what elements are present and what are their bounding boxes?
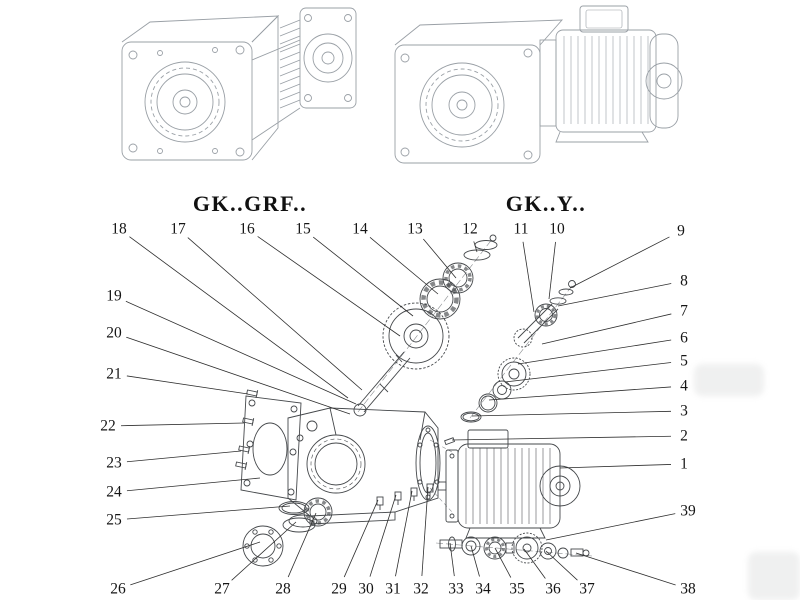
part-number-3: 3 bbox=[680, 402, 688, 420]
part-number-11: 11 bbox=[513, 220, 529, 238]
part-number-4: 4 bbox=[680, 377, 688, 395]
part-number-9: 9 bbox=[677, 222, 685, 240]
leader-lines bbox=[120, 236, 676, 586]
part-number-31: 31 bbox=[385, 580, 401, 598]
part-number-23: 23 bbox=[106, 454, 122, 472]
part-number-6: 6 bbox=[680, 329, 688, 347]
part-number-19: 19 bbox=[106, 287, 122, 305]
part-number-17: 17 bbox=[170, 220, 186, 238]
part-number-38: 38 bbox=[680, 580, 696, 598]
model-title-left: GK..GRF.. bbox=[192, 191, 308, 216]
part-number-27: 27 bbox=[214, 580, 230, 598]
part-number-25: 25 bbox=[106, 511, 122, 529]
part-number-22: 22 bbox=[100, 417, 116, 435]
watermark bbox=[694, 364, 764, 396]
part-number-14: 14 bbox=[352, 220, 368, 238]
exploded-assembly bbox=[235, 234, 593, 567]
gearbox-grf-drawing bbox=[121, 7, 357, 161]
part-number-13: 13 bbox=[407, 220, 423, 238]
model-title-right: GK..Y.. bbox=[505, 191, 587, 216]
part-number-1: 1 bbox=[680, 455, 688, 473]
part-number-15: 15 bbox=[295, 220, 311, 238]
part-number-16: 16 bbox=[239, 220, 255, 238]
part-number-39: 39 bbox=[680, 502, 696, 520]
part-number-36: 36 bbox=[545, 580, 561, 598]
part-number-18: 18 bbox=[111, 220, 127, 238]
part-number-33: 33 bbox=[448, 580, 464, 598]
part-number-34: 34 bbox=[475, 580, 491, 598]
part-number-35: 35 bbox=[509, 580, 525, 598]
part-number-12: 12 bbox=[462, 220, 478, 238]
part-number-32: 32 bbox=[413, 580, 429, 598]
part-number-21: 21 bbox=[106, 365, 122, 383]
part-number-37: 37 bbox=[579, 580, 595, 598]
part-number-30: 30 bbox=[358, 580, 374, 598]
part-number-8: 8 bbox=[680, 272, 688, 290]
part-number-20: 20 bbox=[106, 324, 122, 342]
gearbox-y-motor-drawing bbox=[394, 5, 683, 164]
watermark bbox=[748, 552, 800, 600]
part-number-7: 7 bbox=[680, 302, 688, 320]
part-number-28: 28 bbox=[275, 580, 291, 598]
part-number-10: 10 bbox=[549, 220, 565, 238]
part-number-5: 5 bbox=[680, 352, 688, 370]
part-number-29: 29 bbox=[331, 580, 347, 598]
part-number-26: 26 bbox=[110, 580, 126, 598]
part-number-24: 24 bbox=[106, 483, 122, 501]
part-number-2: 2 bbox=[680, 427, 688, 445]
